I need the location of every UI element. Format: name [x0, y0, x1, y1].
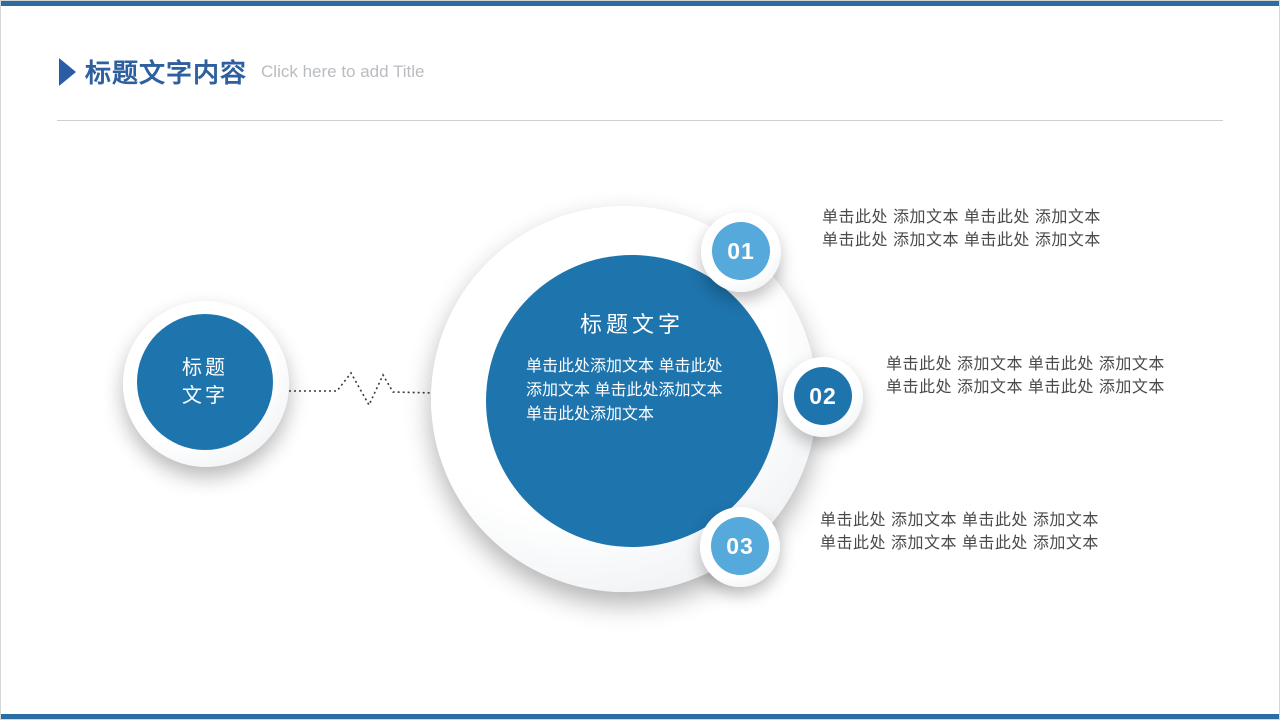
top-accent-bar	[1, 1, 1279, 6]
badge-01-number: 01	[712, 222, 770, 280]
item-03-text-line1: 单击此处 添加文本 单击此处 添加文本	[820, 512, 1099, 529]
badge-01[interactable]: 01	[701, 212, 781, 292]
slide-subtitle[interactable]: Click here to add Title	[261, 61, 425, 81]
item-01-text-line1: 单击此处 添加文本 单击此处 添加文本	[822, 209, 1101, 226]
badge-03-number: 03	[711, 517, 769, 575]
slide-header: 标题文字内容 Click here to add Title	[59, 53, 424, 90]
item-02-text[interactable]: 单击此处 添加文本 单击此处 添加文本 单击此处 添加文本 单击此处 添加文本	[886, 353, 1165, 399]
item-01-text-line2: 单击此处 添加文本 单击此处 添加文本	[822, 232, 1101, 249]
left-circle-text-line2: 文字	[182, 385, 228, 407]
bottom-accent-bar	[1, 714, 1279, 719]
left-circle-text-line1: 标题	[182, 357, 228, 379]
badge-02[interactable]: 02	[783, 357, 863, 437]
left-circle-inner: 标题 文字	[137, 314, 273, 450]
item-03-text[interactable]: 单击此处 添加文本 单击此处 添加文本 单击此处 添加文本 单击此处 添加文本	[820, 509, 1099, 555]
item-02-text-line2: 单击此处 添加文本 单击此处 添加文本	[886, 379, 1165, 396]
badge-02-number: 02	[794, 367, 852, 425]
item-03-text-line2: 单击此处 添加文本 单击此处 添加文本	[820, 535, 1099, 552]
header-divider	[57, 120, 1223, 121]
item-01-text[interactable]: 单击此处 添加文本 单击此处 添加文本 单击此处 添加文本 单击此处 添加文本	[822, 206, 1101, 252]
main-circle-inner: 标题文字 单击此处添加文本 单击此处添加文本 单击此处添加文本 单击此处添加文本	[486, 255, 778, 547]
badge-03[interactable]: 03	[700, 507, 780, 587]
left-circle[interactable]: 标题 文字	[123, 301, 289, 467]
item-02-text-line1: 单击此处 添加文本 单击此处 添加文本	[886, 356, 1165, 373]
header-arrow-icon	[59, 57, 76, 86]
main-circle-title: 标题文字	[579, 312, 684, 337]
slide-title[interactable]: 标题文字内容	[85, 58, 248, 88]
zigzag-connector-line	[289, 371, 436, 407]
main-circle-body: 单击此处添加文本 单击此处添加文本 单击此处添加文本 单击此处添加文本	[526, 358, 723, 423]
